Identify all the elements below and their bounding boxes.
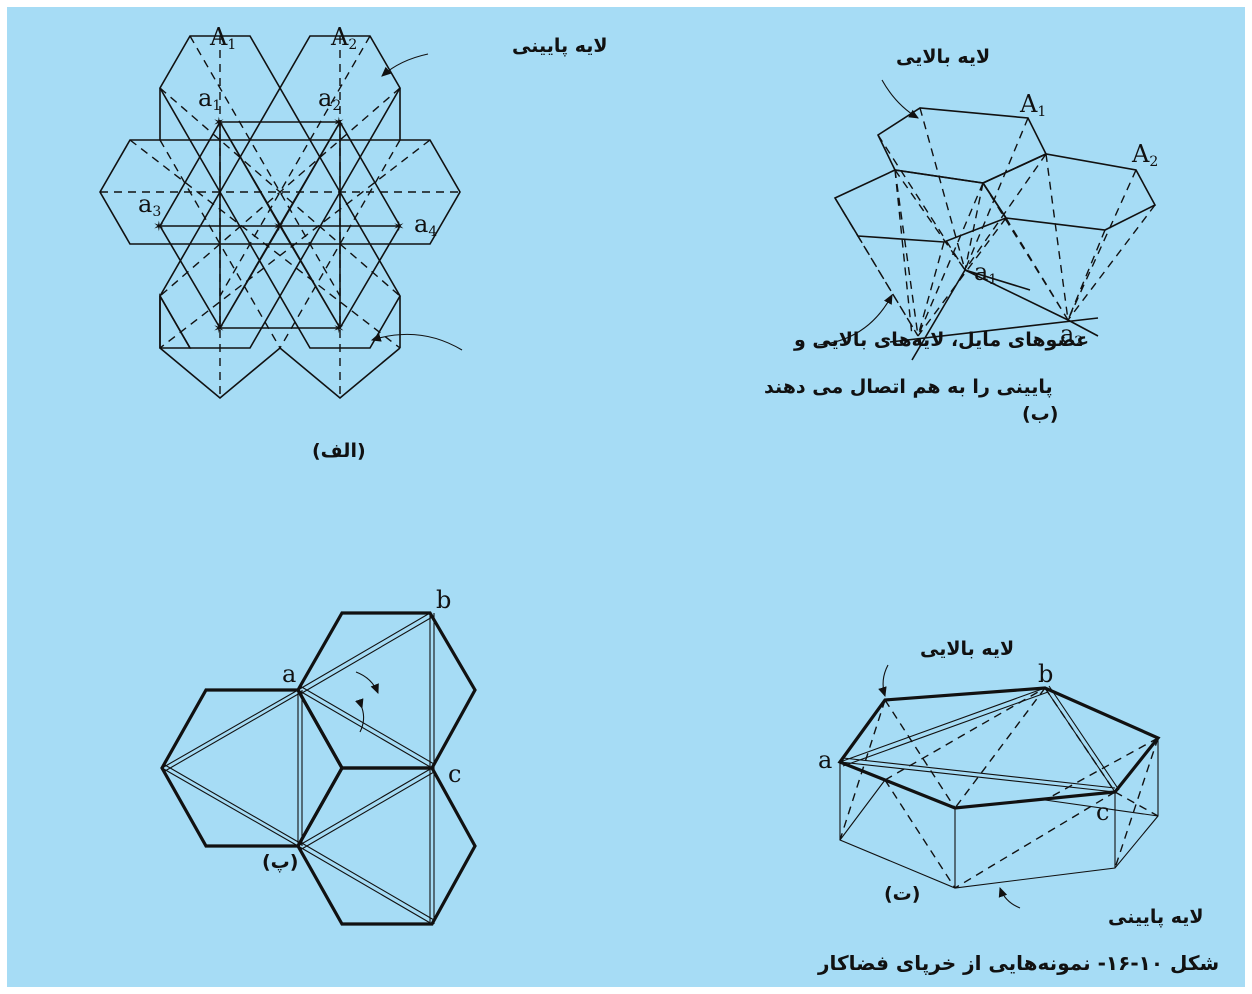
figure-a-labels: A1 A2 a1 a2 a3 a4 لایه پایینی (الف) [138, 23, 608, 462]
figure-b-top-layer [833, 107, 1157, 243]
arrow-p-2 [355, 698, 365, 733]
node-star: ✶ [153, 219, 165, 235]
figure-b-bottom-layer [889, 268, 1099, 361]
arrow-top-layer-b [881, 79, 919, 119]
panel-label-alef: (الف) [312, 440, 366, 462]
panel-label-pe: (پ) [262, 851, 298, 873]
connector-note: عضوهای مایل، لایه‌های بالایی و پایینی را… [370, 294, 1089, 398]
label-B-A1: A1 [1019, 90, 1046, 120]
figure-a-nodes: ✶ ✶ ✶ ✶ ✶ ✶ ✶ [153, 115, 405, 337]
figure-panel [7, 7, 1245, 987]
figure-p-labels: a b c (پ) [262, 586, 461, 873]
node-star: ✶ [333, 115, 345, 131]
label-A1: A1 [209, 23, 236, 53]
label-a4: a4 [414, 210, 437, 240]
arrow-note-left [370, 333, 463, 351]
label-a2: a2 [318, 84, 341, 114]
label-top-layer-b: لایه بالایی [896, 46, 990, 68]
label-A2: A2 [330, 23, 357, 53]
label-a3: a3 [138, 190, 161, 220]
arrow-note-right [817, 294, 893, 346]
arrow-bottom-layer-t [998, 886, 1021, 909]
figure-a-diagram: ✶ ✶ ✶ ✶ ✶ ✶ ✶ A1 A2 a1 a2 a3 a4 لایه پای… [99, 23, 608, 462]
node-star: ✶ [213, 115, 225, 131]
figure-a-bottom-layer-members [159, 121, 401, 329]
label-p-c: c [448, 760, 461, 788]
node-star: ✶ [213, 321, 225, 337]
figure-caption: شکل ۱۰-۱۶- نمونه‌هایی از خرپای فضاکار [817, 951, 1219, 976]
label-p-b: b [436, 586, 451, 614]
panel-label-be: (ب) [1022, 403, 1058, 425]
node-star: ✶ [393, 219, 405, 235]
label-B-a2: a2 [1060, 320, 1083, 350]
figure-p-diagram: a b c (پ) [160, 586, 477, 926]
figure-b-dashed-members [834, 107, 1156, 337]
figure-p-double-members [161, 612, 435, 925]
figure-p-thick-hexes [160, 611, 477, 926]
figure-t-top-layer [837, 685, 1161, 810]
label-t-c: c [1096, 798, 1109, 826]
label-t-b: b [1038, 660, 1053, 688]
figure-t-diagram: a b c لایه بالایی لایه پایینی (ت) [818, 638, 1204, 928]
label-bottom-layer-t: لایه پایینی [1108, 906, 1204, 928]
node-star: ✶ [333, 321, 345, 337]
label-t-a: a [818, 746, 832, 774]
note-line-1: عضوهای مایل، لایه‌های بالایی و [793, 329, 1089, 351]
note-line-2: پایینی را به هم اتصال می دهند [764, 376, 1053, 398]
figure-b-labels: لایه بالایی A1 A2 a1 a2 (ب) [881, 46, 1158, 425]
label-B-A2: A2 [1131, 140, 1158, 170]
figure-t-bottom-layer [839, 738, 1159, 889]
arrow-p-1 [355, 671, 379, 695]
label-B-a1: a1 [974, 258, 997, 288]
arrow-bottom-layer-a [381, 53, 429, 77]
figure-b-diagram: لایه بالایی A1 A2 a1 a2 (ب) [833, 46, 1158, 425]
panel-label-te: (ت) [884, 883, 920, 905]
arrow-top-layer-t [878, 664, 889, 698]
label-top-layer-t: لایه بالایی [920, 638, 1014, 660]
hex-edge [159, 293, 192, 349]
label-p-a: a [282, 660, 296, 688]
label-bottom-layer-a: لایه پایینی [512, 35, 608, 57]
label-a1: a1 [198, 84, 221, 114]
figure-t-labels: a b c لایه بالایی لایه پایینی (ت) [818, 638, 1204, 928]
node-star: ✶ [273, 219, 285, 235]
